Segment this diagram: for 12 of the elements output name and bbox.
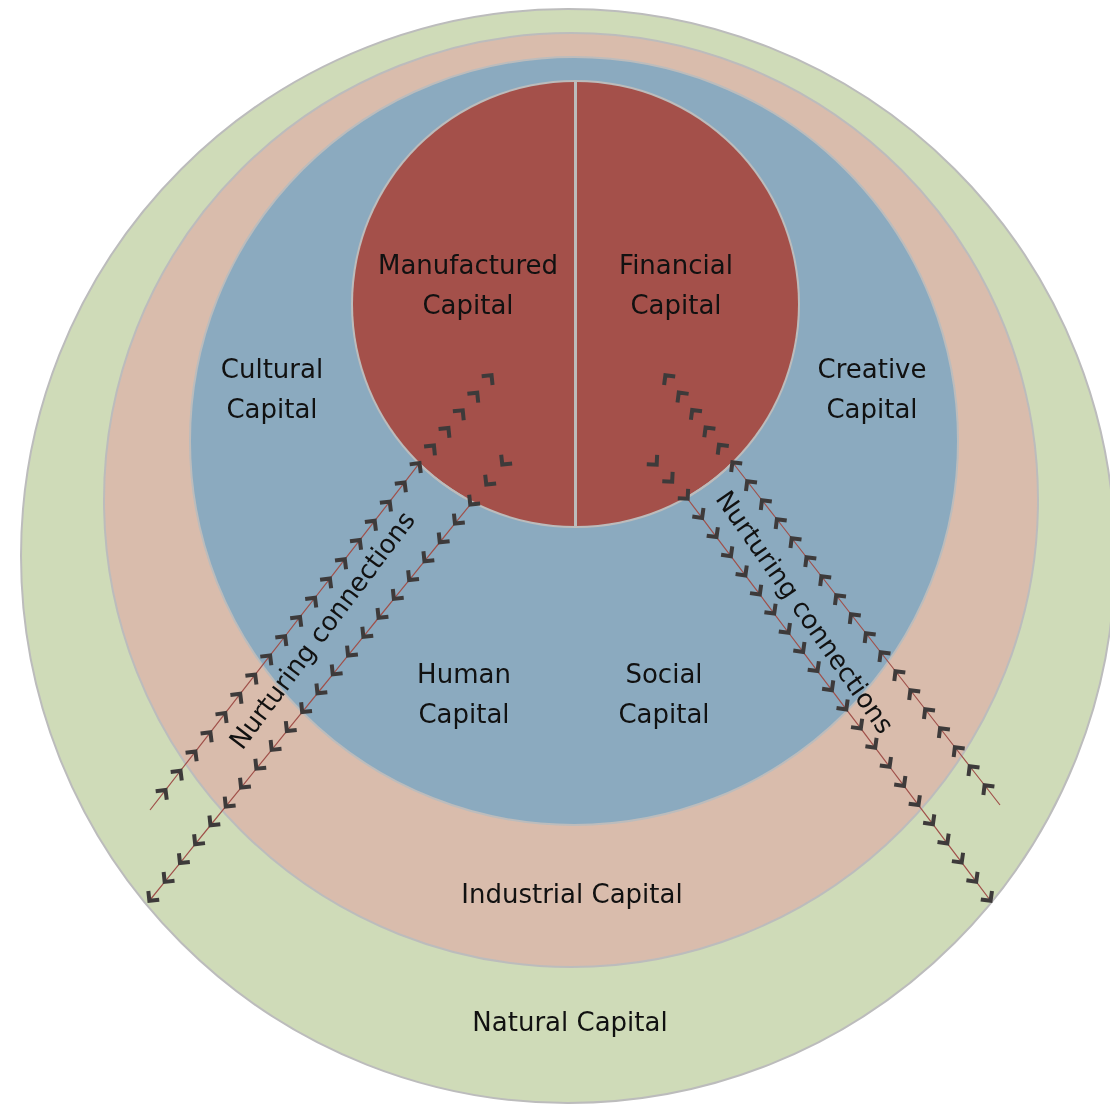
region-label: Manufactured Capital: [377, 249, 559, 322]
chevron-arrow: [686, 497, 994, 903]
region-label: Creative Capital: [816, 353, 928, 426]
region-label: Financial Capital: [618, 249, 734, 322]
region-label: Industrial Capital: [460, 878, 684, 911]
chevron-arrow: [729, 460, 1001, 806]
chevron-arrow: [149, 460, 423, 811]
region-label: Natural Capital: [471, 1006, 669, 1039]
region-label: Cultural Capital: [219, 353, 325, 426]
region-label: Human Capital: [416, 658, 512, 731]
chevron-arrow: [146, 503, 472, 903]
region-label: Social Capital: [617, 658, 711, 731]
